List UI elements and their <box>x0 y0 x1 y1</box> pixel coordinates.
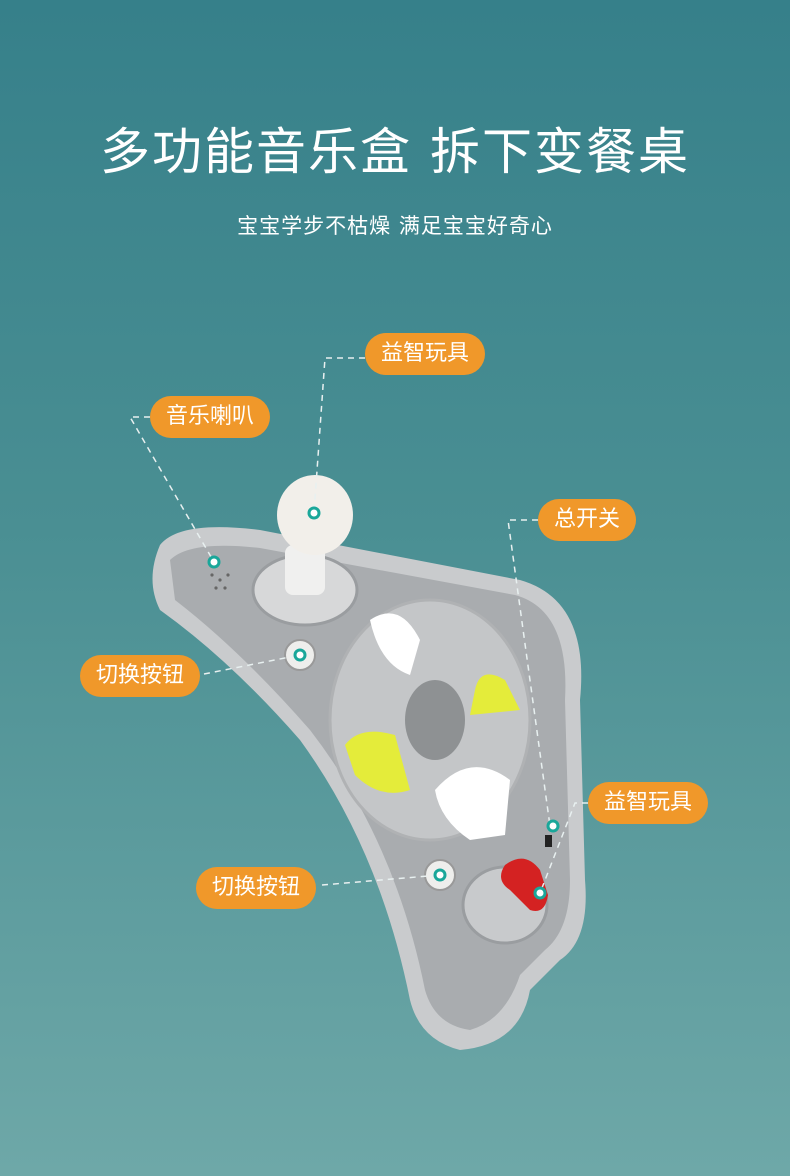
label-power-switch: 总开关 <box>538 499 637 541</box>
speaker-holes-icon <box>210 573 230 590</box>
power-switch-icon[interactable] <box>545 835 552 847</box>
label-puzzle-toy-right: 益智玩具 <box>588 782 709 824</box>
label-music-speaker: 音乐喇叭 <box>150 396 271 438</box>
label-puzzle-toy-top: 益智玩具 <box>365 333 486 375</box>
page-subtitle: 宝宝学步不枯燥 满足宝宝好奇心 <box>237 214 553 238</box>
callout-dots <box>207 506 560 900</box>
page-title: 多功能音乐盒 拆下变餐桌 <box>100 123 690 181</box>
label-switch-button-left: 切换按钮 <box>80 655 201 697</box>
label-switch-button-bottom: 切换按钮 <box>196 867 317 909</box>
